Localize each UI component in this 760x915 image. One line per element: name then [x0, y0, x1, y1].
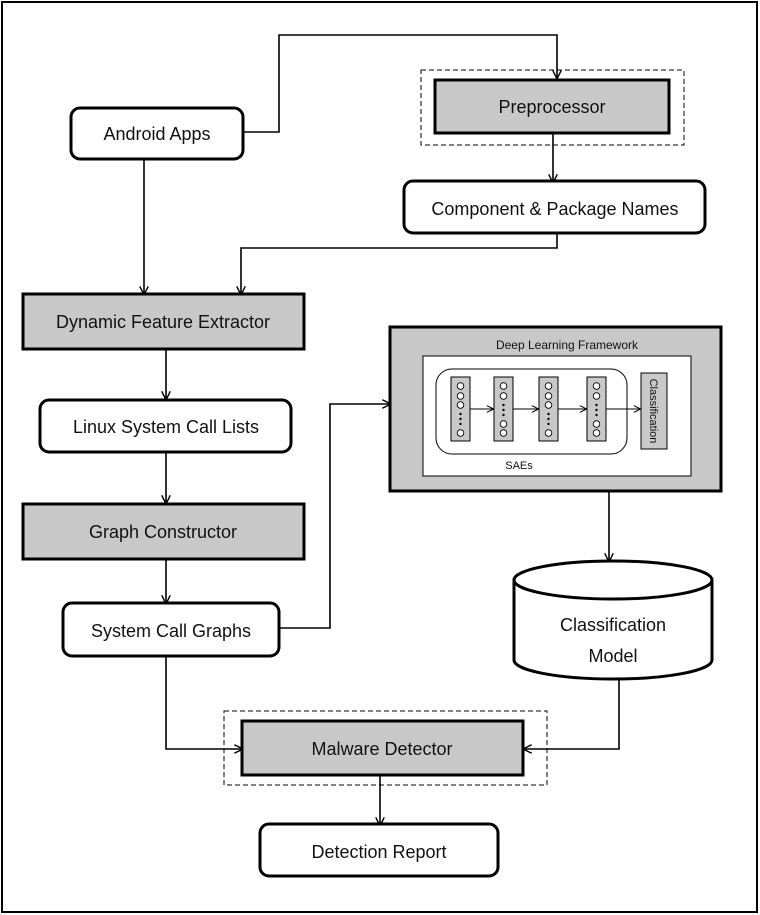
- classification-layer-label: Classification: [647, 379, 659, 444]
- android-apps-label: Android Apps: [103, 124, 210, 144]
- system-call-graphs-label: System Call Graphs: [91, 621, 251, 641]
- arrow-names-to-extractor: [241, 233, 558, 294]
- arrow-graphs-to-detector: [165, 656, 242, 749]
- linux-system-call-lists-node: [38, 398, 293, 454]
- system-call-graphs-node: [61, 601, 281, 658]
- classification-layer: [640, 372, 668, 450]
- graph-constructor-node: [21, 502, 306, 561]
- classification-model-label-2: Model: [588, 646, 637, 666]
- dynamic-feature-extractor-node: [21, 292, 306, 351]
- preprocessor-label: Preprocessor: [498, 97, 605, 117]
- connectors: [144, 34, 620, 825]
- detection-report-node: [258, 822, 500, 878]
- framework-title: Deep Learning Framework: [496, 338, 639, 352]
- malware-detector-dashed-frame: [223, 710, 548, 786]
- sae-layer-2: [493, 376, 514, 442]
- component-package-names-label: Component & Package Names: [431, 199, 678, 219]
- linux-system-call-lists-label: Linux System Call Lists: [73, 417, 259, 437]
- arrow-apps-to-preprocessor: [244, 34, 557, 133]
- sae-layer-3: [538, 376, 559, 442]
- classification-model-node: [512, 559, 714, 681]
- dynamic-feature-extractor-label: Dynamic Feature Extractor: [56, 312, 270, 332]
- classification-model-label-1: Classification: [560, 615, 666, 635]
- deep-learning-framework: Deep Learning Framework: [388, 325, 723, 493]
- sae-layer-1: [450, 376, 471, 442]
- malware-detector-node: [240, 719, 525, 777]
- arrow-model-to-detector: [524, 680, 620, 749]
- cylinder-top: [512, 559, 714, 601]
- cylinder-body: [512, 580, 714, 681]
- graph-constructor-label: Graph Constructor: [89, 522, 237, 542]
- component-package-names-node: [402, 179, 707, 235]
- sae-layer-4: [586, 376, 607, 442]
- saes-label: SAEs: [505, 460, 533, 472]
- detection-report-label: Detection Report: [311, 842, 446, 862]
- preprocessor-node: [433, 78, 671, 135]
- arrow-graphs-to-framework: [278, 404, 390, 629]
- saes-rounded-group: [435, 368, 628, 455]
- android-apps-node: [69, 106, 245, 161]
- malware-detector-label: Malware Detector: [311, 739, 452, 759]
